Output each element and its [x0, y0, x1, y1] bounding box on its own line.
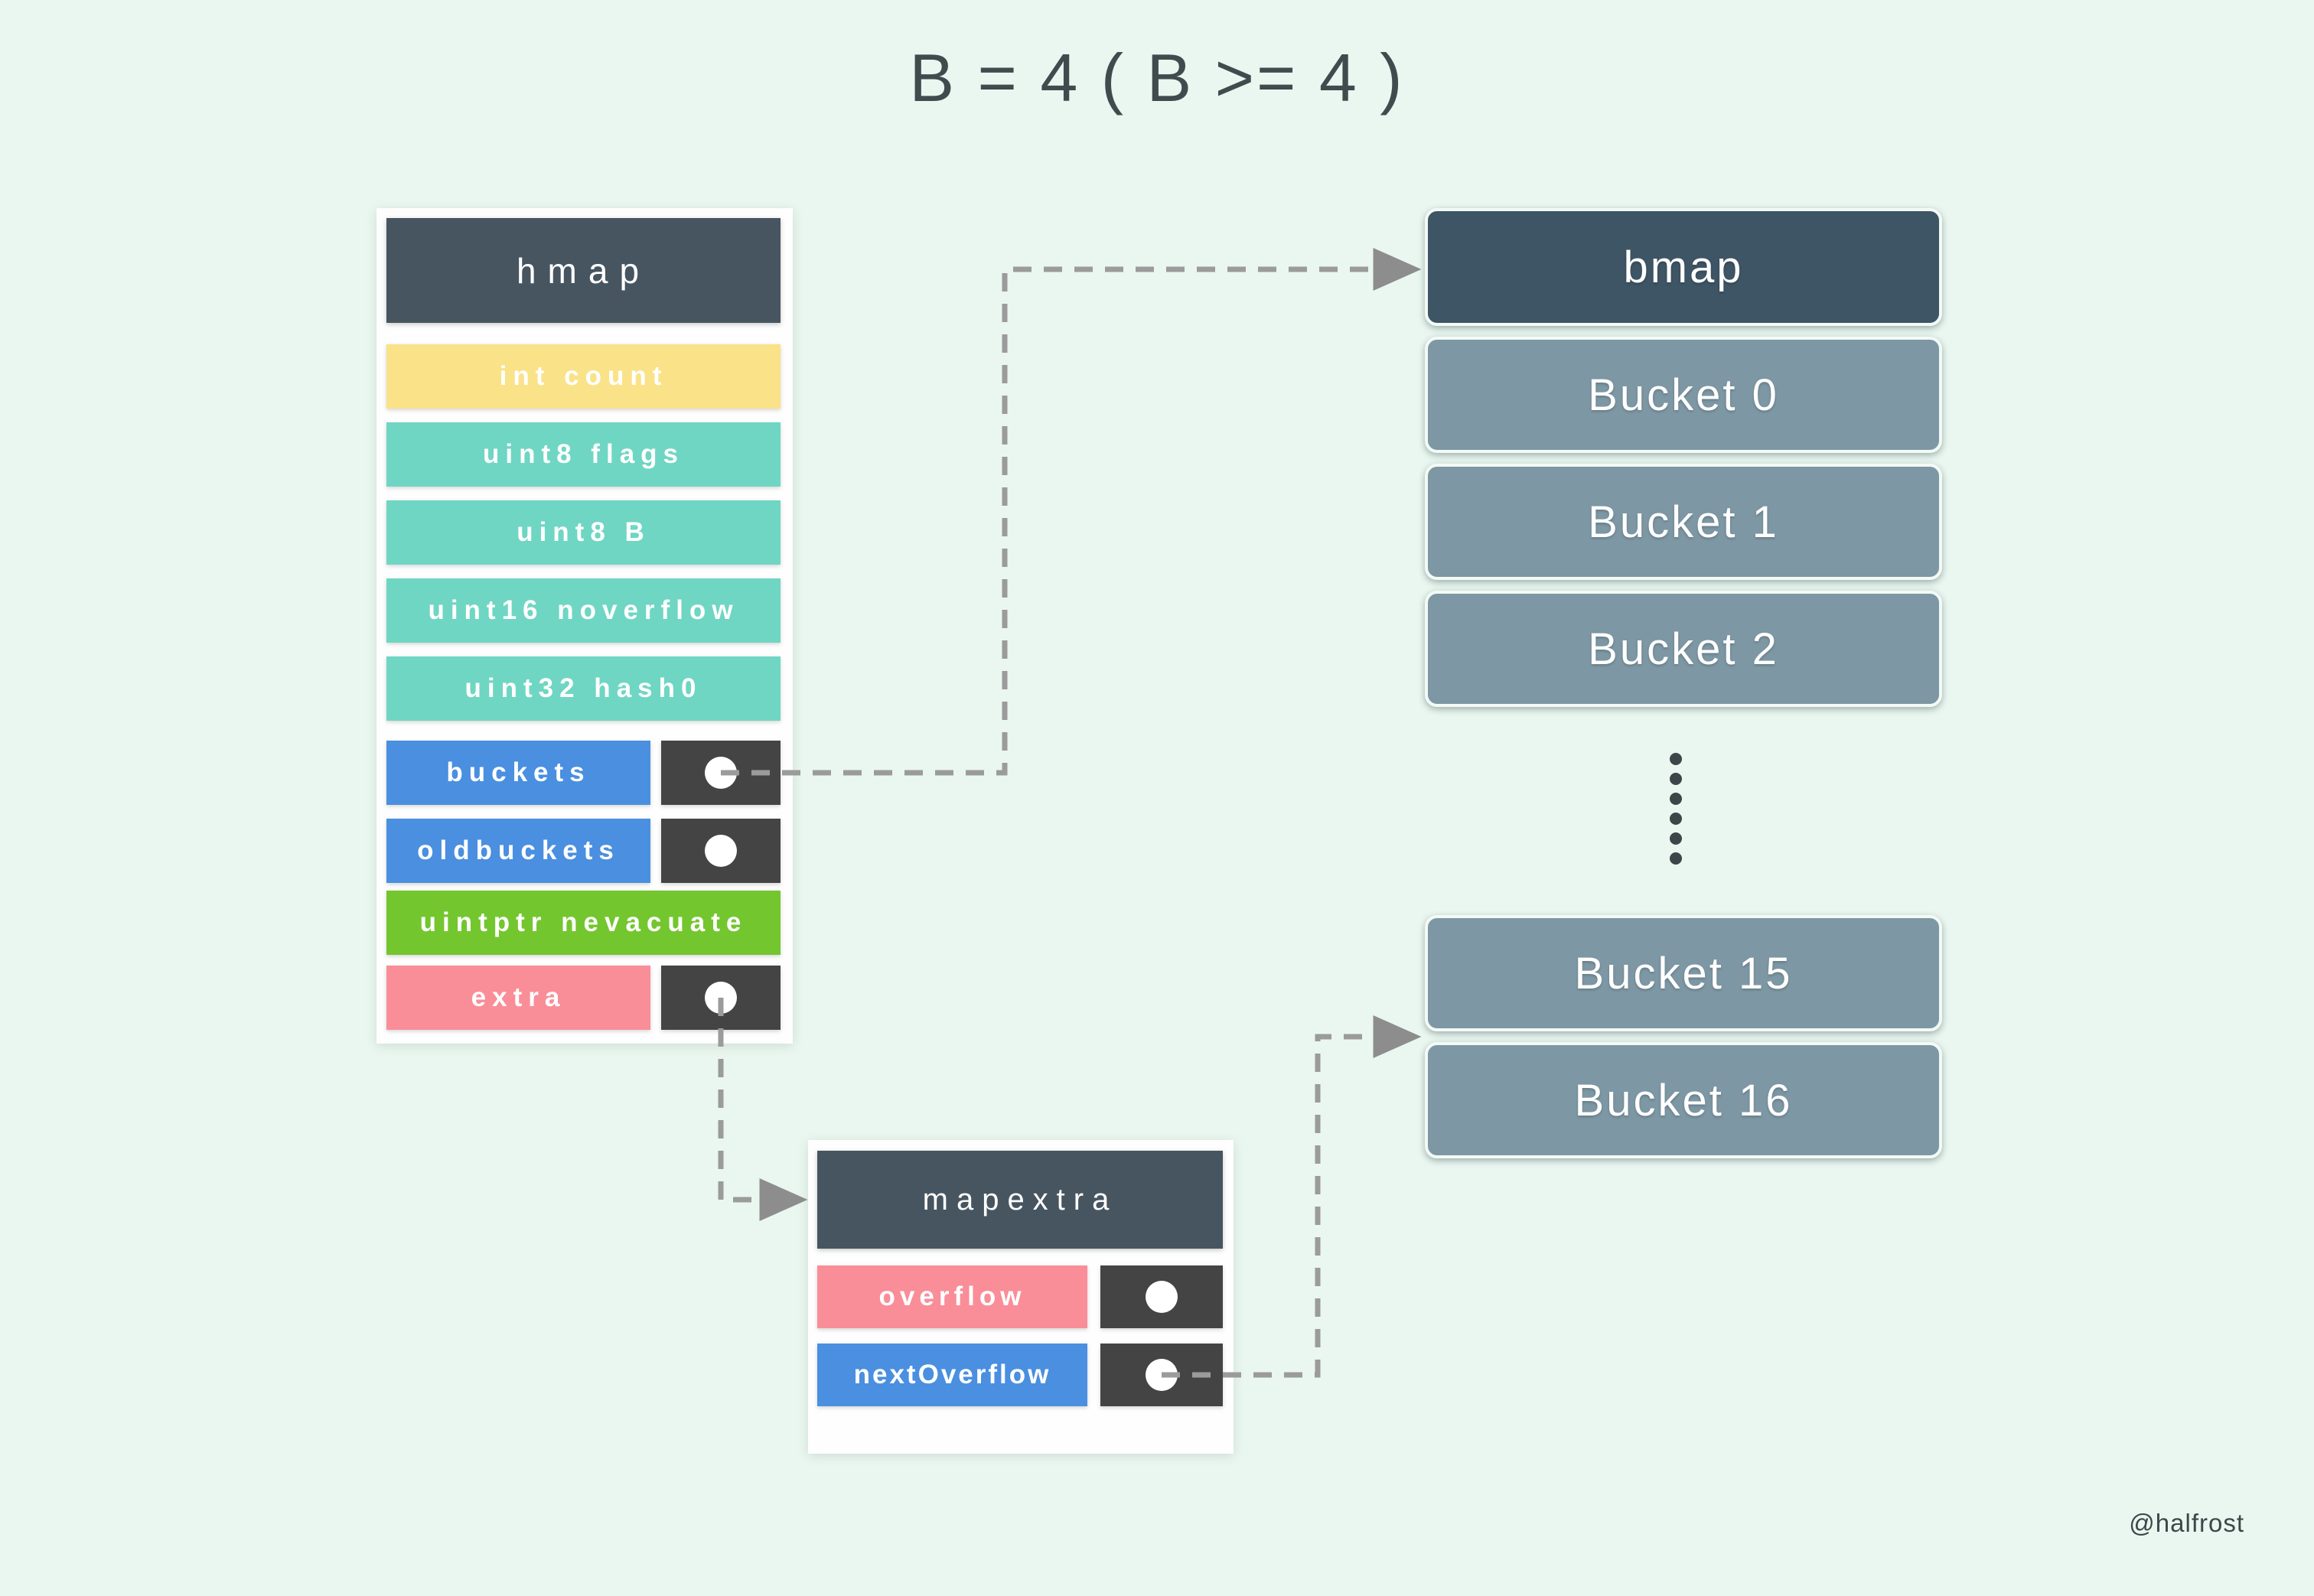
page-title: B = 4 ( B >= 4 )	[909, 40, 1405, 116]
mapextra-row-overflow: overflow	[817, 1265, 1223, 1328]
buckets-pointer-box	[661, 741, 781, 805]
hmap-row-b: uint8 B	[386, 500, 781, 565]
field-overflow: overflow	[817, 1265, 1087, 1328]
oldbuckets-pointer-box	[661, 819, 781, 883]
field-uint8-b: uint8 B	[386, 500, 781, 565]
pointer-dot-icon	[1146, 1359, 1178, 1391]
bucket-15: Bucket 15	[1425, 915, 1942, 1031]
field-uint32-hash0: uint32 hash0	[386, 656, 781, 721]
ellipsis-icon	[1670, 753, 1682, 865]
nextoverflow-pointer-box	[1100, 1344, 1223, 1406]
hmap-row-oldbuckets: oldbuckets	[386, 819, 781, 883]
field-int-count: int count	[386, 344, 781, 409]
pointer-dot-icon	[705, 835, 737, 867]
overflow-pointer-box	[1100, 1265, 1223, 1328]
arrow-buckets-to-bmap	[721, 248, 1422, 776]
pointer-dot-icon	[705, 757, 737, 789]
pointer-dot-icon	[705, 982, 737, 1014]
hmap-row-flags: uint8 flags	[386, 422, 781, 487]
field-uint16-noverflow: uint16 noverflow	[386, 578, 781, 643]
hmap-row-buckets: buckets	[386, 741, 781, 805]
field-oldbuckets: oldbuckets	[386, 819, 650, 883]
field-extra: extra	[386, 966, 650, 1030]
hmap-row-nevacuate: uintptr nevacuate	[386, 891, 781, 955]
field-buckets: buckets	[386, 741, 650, 805]
bucket-0: Bucket 0	[1425, 337, 1942, 453]
bucket-2: Bucket 2	[1425, 591, 1942, 707]
bucket-1: Bucket 1	[1425, 464, 1942, 580]
bmap-header: bmap	[1425, 208, 1942, 326]
mapextra-row-nextoverflow: nextOverflow	[817, 1344, 1223, 1406]
credit-text: @halfrost	[2129, 1509, 2244, 1537]
hmap-row-hash0: uint32 hash0	[386, 656, 781, 721]
hmap-row-extra: extra	[386, 966, 781, 1030]
hmap-row-count: int count	[386, 344, 781, 409]
mapextra-header: mapextra	[817, 1151, 1223, 1249]
field-nextoverflow: nextOverflow	[817, 1344, 1087, 1406]
field-uint8-flags: uint8 flags	[386, 422, 781, 487]
hmap-header: hmap	[386, 218, 781, 323]
extra-pointer-box	[661, 966, 781, 1030]
field-uintptr-nevacuate: uintptr nevacuate	[386, 891, 781, 955]
pointer-dot-icon	[1146, 1281, 1178, 1313]
bucket-16: Bucket 16	[1425, 1042, 1942, 1158]
hmap-row-noverflow: uint16 noverflow	[386, 578, 781, 643]
